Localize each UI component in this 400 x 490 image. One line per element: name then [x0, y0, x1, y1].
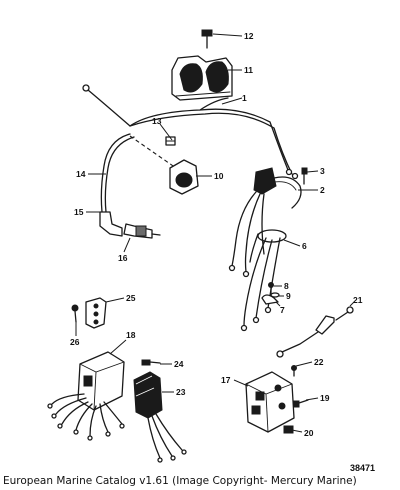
callout-16: 16	[118, 253, 128, 263]
callout-13: 13	[152, 116, 162, 126]
part-7-clamp	[261, 294, 279, 305]
part-12-screw	[201, 29, 213, 49]
part-9-washer	[270, 292, 280, 298]
part-17-solenoid	[245, 371, 295, 433]
callout-10: 10	[214, 171, 224, 181]
leader-lines	[75, 33, 355, 433]
callout-21: 21	[353, 295, 363, 305]
part-3-screw	[301, 167, 308, 185]
callout-1: 1	[242, 93, 247, 103]
part-16-spark-plug	[123, 223, 161, 239]
part-11-ignition-coil	[171, 55, 233, 101]
callout-18: 18	[126, 330, 136, 340]
part-14-high-tension-lead	[100, 133, 135, 213]
part-26-screw	[71, 304, 79, 323]
part-6-sensor	[240, 229, 287, 332]
part-18-switch-box	[47, 351, 125, 441]
part-19-screw	[293, 399, 309, 408]
part-25-terminal-block	[85, 297, 107, 329]
callout-14: 14	[76, 169, 86, 179]
callout-6: 6	[302, 241, 307, 251]
part-22-screw	[291, 365, 297, 377]
part-8-screw	[268, 282, 274, 294]
callout-15: 15	[74, 207, 84, 217]
part-15-spark-plug-boot	[99, 211, 123, 237]
callout-23: 23	[176, 387, 186, 397]
callout-11: 11	[244, 65, 253, 75]
callout-3: 3	[320, 166, 325, 176]
callout-7: 7	[280, 305, 285, 315]
callout-17: 17	[221, 375, 231, 385]
callout-24: 24	[174, 359, 184, 369]
callout-9: 9	[286, 291, 291, 301]
callout-20: 20	[304, 428, 314, 438]
reference-number: 38471	[350, 463, 376, 473]
callout-22: 22	[314, 357, 324, 367]
part-1-wire-harness	[82, 84, 299, 180]
callout-12: 12	[244, 31, 254, 41]
callout-19: 19	[320, 393, 330, 403]
part-10-coil	[169, 159, 199, 195]
part-21-ground-strap	[276, 306, 354, 358]
callout-25: 25	[126, 293, 136, 303]
callout-26: 26	[70, 337, 80, 347]
trigger-leads	[228, 191, 265, 278]
callout-8: 8	[284, 281, 289, 291]
part-20-nut	[283, 425, 294, 434]
part-13-nut	[165, 136, 176, 146]
part-24-screw	[141, 359, 161, 366]
part-2-trigger	[253, 167, 302, 209]
part-23-rectifier	[133, 371, 187, 463]
assembly-line	[129, 135, 177, 169]
image-caption: European Marine Catalog v1.61 (Image Cop…	[3, 475, 357, 487]
callout-2: 2	[320, 185, 325, 195]
